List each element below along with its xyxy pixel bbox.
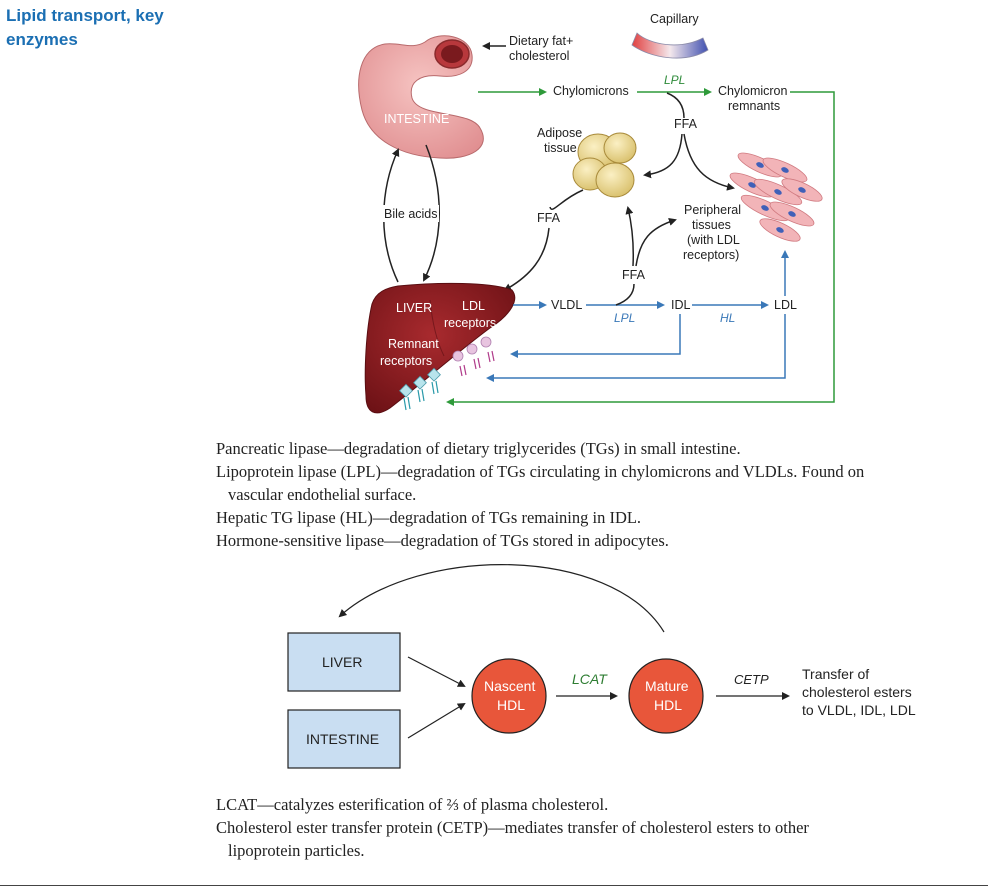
hormone-sensitive-lipase-text: Hormone-sensitive lipase—degradation of … — [216, 531, 669, 550]
remnant-receptors-label: Remnant — [388, 337, 439, 351]
lpl-label-bottom: LPL — [614, 311, 635, 325]
cetp-label: CETP — [734, 672, 769, 687]
capillary-label: Capillary — [650, 12, 699, 26]
transfer-label-2: cholesterol esters — [802, 684, 912, 700]
intestine-illustration — [358, 35, 484, 159]
nascent-hdl-label: Nascent — [484, 678, 535, 694]
dietary-fat-label: Dietary fat+ — [509, 34, 573, 48]
hdl-description: LCAT—catalyzes esterification of ⅔ of pl… — [216, 793, 976, 862]
adipose-tissue-illustration — [572, 132, 637, 198]
ffa-to-peripheral-arrow — [635, 218, 677, 267]
dietary-fat-label-2: cholesterol — [509, 49, 569, 63]
ffa-top-label: FFA — [674, 117, 698, 131]
chylomicrons-label: Chylomicrons — [553, 84, 629, 98]
idl-to-liver-arrow — [510, 314, 681, 358]
liver-box — [287, 632, 401, 692]
chylomicron-remnants-label: Chylomicron — [718, 84, 788, 98]
ffa-to-muscle-arrow — [683, 133, 735, 191]
ffa-top-branch — [666, 92, 685, 119]
bile-acids-label: Bile acids — [384, 207, 438, 221]
intestine-box — [287, 709, 401, 769]
bile-acids-bg — [381, 205, 439, 222]
liver-to-nascent-arrow — [407, 656, 466, 687]
remnants-to-liver-arrow — [446, 91, 835, 406]
liver-illustration — [364, 282, 516, 414]
ldl-receptors-label-2: receptors — [444, 316, 496, 330]
intestine-box-label: INTESTINE — [306, 731, 379, 747]
intestine-to-liver-arrow — [423, 144, 440, 282]
vldl-label: VLDL — [551, 298, 582, 312]
lpl-label-top: LPL — [664, 73, 685, 87]
vldl-ffa-line — [615, 283, 635, 306]
hl-label: HL — [720, 311, 735, 325]
ffa-mid-label: FFA — [622, 268, 646, 282]
ldl-to-liver-arrow — [486, 314, 786, 382]
transfer-label: Transfer of — [802, 666, 869, 682]
peripheral-label-3: (with LDL — [687, 233, 740, 247]
mature-hdl-label: Mature — [645, 678, 689, 694]
enzymes-description: Pancreatic lipase—degradation of dietary… — [216, 437, 976, 552]
peripheral-cells-illustration — [729, 152, 823, 242]
capillary-illustration — [631, 32, 709, 59]
ldl-receptors-label: LDL — [462, 299, 485, 313]
nascent-hdl-circle — [471, 658, 547, 734]
adipose-ffa-line — [549, 189, 584, 210]
ffa-to-adipose-arrow-2 — [625, 206, 634, 267]
peripheral-label-4: receptors) — [683, 248, 739, 262]
ffa-left-label: FFA — [537, 211, 561, 225]
lcat-label: LCAT — [572, 671, 608, 687]
chylomicron-remnants-label-2: remnants — [728, 99, 780, 113]
cetp-text-cont: lipoprotein particles. — [228, 841, 365, 860]
ldl-label: LDL — [774, 298, 797, 312]
idl-label: IDL — [671, 298, 691, 312]
hepatic-lipase-text: Hepatic TG lipase (HL)—degradation of TG… — [216, 508, 642, 527]
intestine-label: INTESTINE — [384, 112, 449, 126]
lipoprotein-lipase-text: Lipoprotein lipase (LPL)—degradation of … — [216, 462, 865, 481]
peripheral-label: Peripheral — [684, 203, 741, 217]
adipose-label-2: tissue — [544, 141, 577, 155]
nascent-hdl-label-2: HDL — [497, 697, 525, 713]
transfer-label-3: to VLDL, IDL, LDL — [802, 702, 916, 718]
mature-hdl-label-2: HDL — [654, 697, 682, 713]
lipoprotein-lipase-text-cont: vascular endothelial surface. — [228, 485, 417, 504]
liver-box-label: LIVER — [322, 654, 362, 670]
pancreatic-lipase-text: Pancreatic lipase—degradation of dietary… — [216, 439, 741, 458]
mature-to-liver-arrow — [338, 564, 665, 633]
mature-hdl-circle — [628, 658, 704, 734]
lcat-text: LCAT—catalyzes esterification of ⅔ of pl… — [216, 795, 609, 814]
remnant-receptors-label-2: receptors — [380, 354, 432, 368]
ffa-to-adipose-arrow — [643, 133, 683, 179]
intestine-to-nascent-arrow — [407, 702, 466, 739]
liver-label: LIVER — [396, 301, 432, 315]
adipose-label: Adipose — [537, 126, 582, 140]
peripheral-label-2: tissues — [692, 218, 731, 232]
bottom-rule — [0, 885, 988, 886]
ffa-to-liver-arrow — [503, 227, 550, 291]
cetp-text: Cholesterol ester transfer protein (CETP… — [216, 818, 809, 837]
section-heading: Lipid transport, key enzymes — [6, 6, 164, 49]
